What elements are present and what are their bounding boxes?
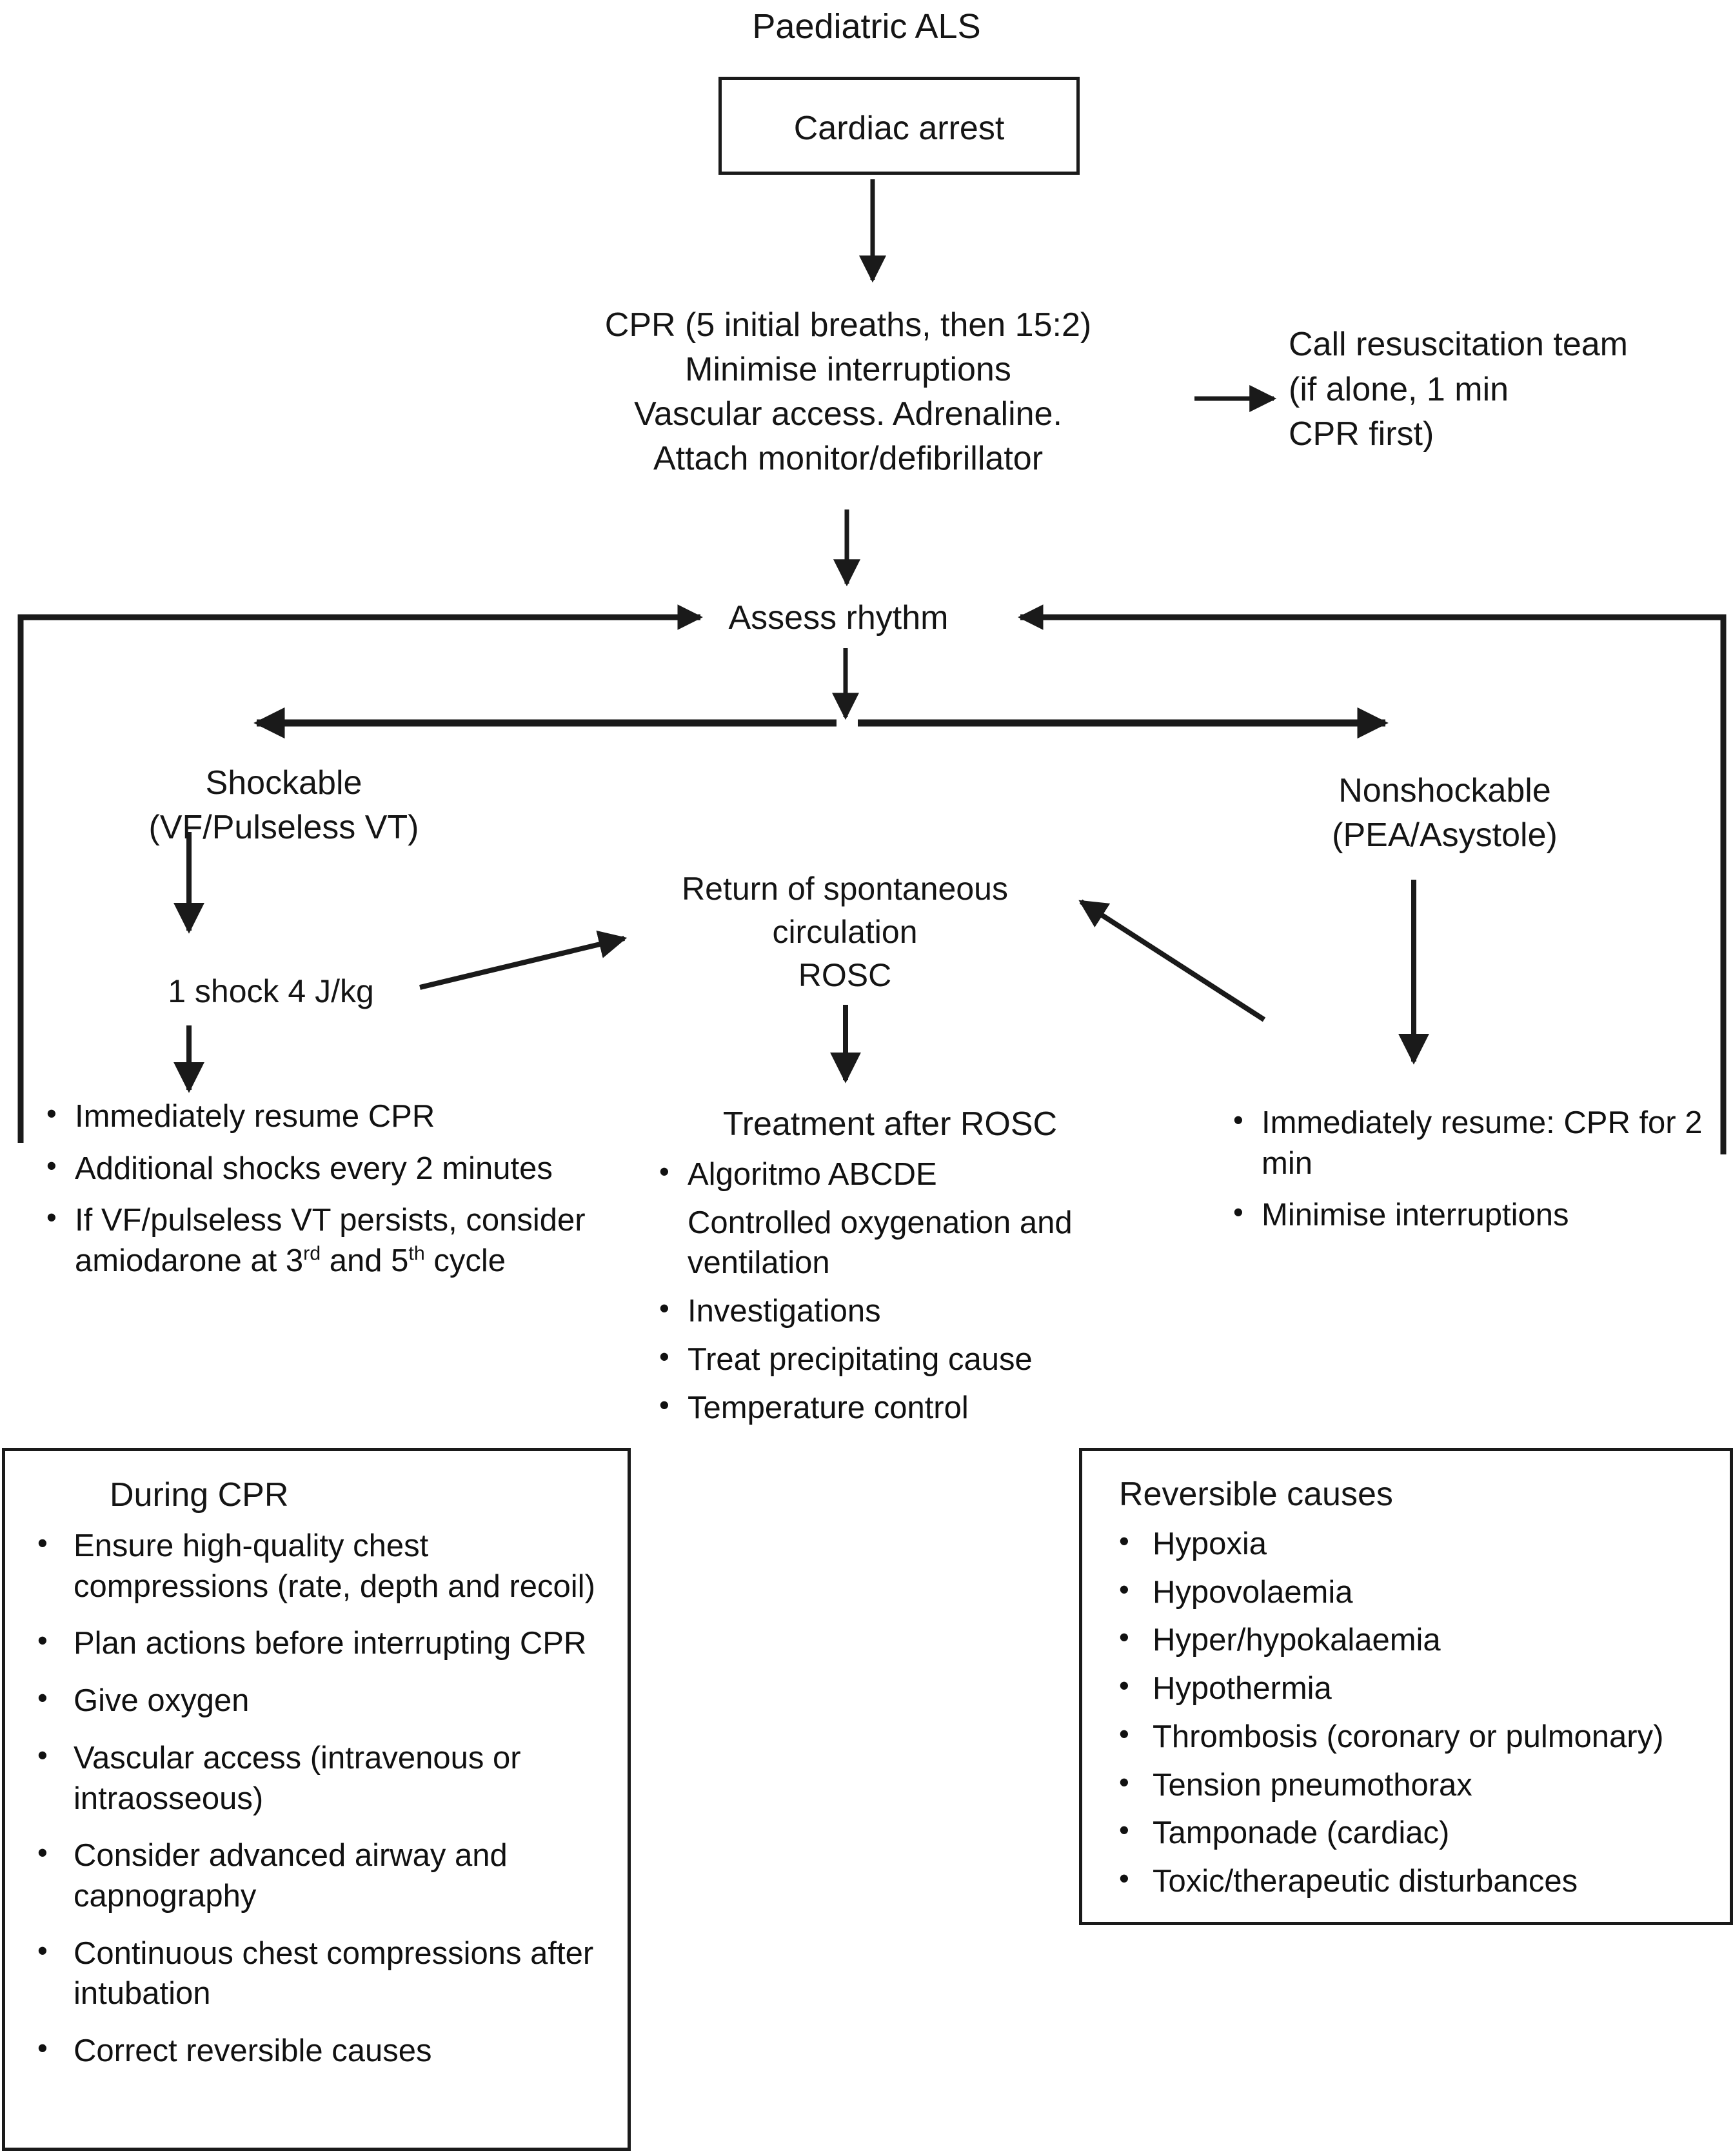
list-item: Controlled oxygenation and ventilation bbox=[688, 1205, 1073, 1281]
shockable-branch-list: Immediately resume CPR Additional shocks … bbox=[39, 1095, 690, 1293]
list-item: Immediately resume: CPR for 2 min bbox=[1225, 1102, 1733, 1183]
list-item: Additional shocks every 2 minutes bbox=[39, 1147, 690, 1189]
list-item: Temperature control bbox=[651, 1387, 1142, 1429]
feedback-loop-left bbox=[17, 604, 703, 1143]
reversible-causes-title: Reversible causes bbox=[1119, 1476, 1393, 1513]
list-item: Investigations bbox=[651, 1290, 1142, 1332]
list-item: Continuous chest compressions after intu… bbox=[19, 1932, 619, 2014]
list-item: Toxic/therapeutic disturbances bbox=[1106, 1860, 1733, 1902]
nonshockable-branch-label: Nonshockable(PEA/Asystole) bbox=[1332, 772, 1558, 854]
assess-rhythm-node: Assess rhythm bbox=[728, 599, 949, 637]
list-item: Minimise interruptions bbox=[1225, 1194, 1733, 1236]
list-item: Hypoxia bbox=[1106, 1523, 1733, 1565]
treatment-after-rosc-heading: Treatment after ROSC bbox=[722, 1105, 1058, 1143]
list-item: Algoritmo ABCDE bbox=[651, 1153, 1142, 1195]
feedback-loop-right bbox=[1018, 604, 1727, 1154]
list-item: Ensure high-quality chest compressions (… bbox=[19, 1525, 619, 1607]
shockable-branch-label: Shockable(VF/Pulseless VT) bbox=[148, 764, 419, 846]
list-item: Plan actions before interrupting CPR bbox=[19, 1622, 619, 1664]
list-item: Give oxygen bbox=[19, 1679, 619, 1721]
list-item: Vascular access (intravenous or intraoss… bbox=[19, 1737, 619, 1819]
treatment-after-rosc-list: Algoritmo ABCDE Controlled oxygenation an… bbox=[651, 1153, 1142, 1436]
cardiac-arrest-node bbox=[718, 77, 1080, 175]
page-title: Paediatric ALS bbox=[752, 7, 981, 46]
list-item: Hypothermia bbox=[1106, 1667, 1733, 1709]
one-shock-dose-node: 1 shock 4 J/kg bbox=[168, 973, 374, 1009]
reversible-causes-list: HypoxiaHypovolaemiaHyper/hypokalaemiaHyp… bbox=[1106, 1523, 1733, 1910]
list-item: Thrombosis (coronary or pulmonary) bbox=[1106, 1716, 1733, 1757]
list-item: Correct reversible causes bbox=[19, 2030, 619, 2072]
cardiac-arrest-label: Cardiac arrest bbox=[793, 110, 1005, 147]
during-cpr-title: During CPR bbox=[110, 1476, 289, 1514]
nonshockable-branch-list: Immediately resume: CPR for 2 minMinimis… bbox=[1225, 1102, 1733, 1247]
list-item: Immediately resume CPR bbox=[39, 1095, 690, 1137]
list-item: Hyper/hypokalaemia bbox=[1106, 1619, 1733, 1661]
list-item: Treat precipitating cause bbox=[651, 1338, 1142, 1380]
cpr-instructions-block: CPR (5 initial breaths, then 15:2)Minimi… bbox=[604, 306, 1092, 478]
list-item: Consider advanced airway and capnography bbox=[19, 1834, 619, 1916]
list-item: Tension pneumothorax bbox=[1106, 1764, 1733, 1806]
list-item: Tamponade (cardiac) bbox=[1106, 1812, 1733, 1854]
during-cpr-list: Ensure high-quality chest compressions (… bbox=[19, 1525, 619, 2088]
list-item: If VF/pulseless VT persists, consider am… bbox=[39, 1199, 690, 1281]
arrow-nonshockable-to-rosc bbox=[1078, 899, 1266, 1022]
list-item: Hypovolaemia bbox=[1106, 1571, 1733, 1613]
